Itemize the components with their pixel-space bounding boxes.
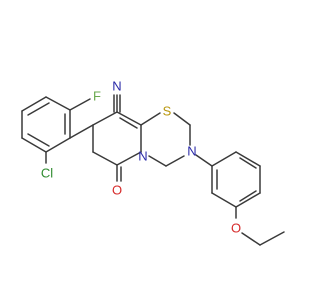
carbonyl-oxygen-label: O — [112, 183, 122, 198]
thiadiazine-ring — [140, 112, 191, 167]
bond-c-f — [69, 98, 91, 111]
nitrile-nitrogen-label: N — [112, 79, 121, 94]
ether-oxygen-label: O — [231, 221, 241, 236]
bond-n-aryl — [195, 154, 213, 167]
fluorine-label: F — [93, 89, 101, 104]
sulfur-label: S — [163, 104, 172, 119]
pyridinone-ring — [92, 111, 142, 166]
bond-aryl-c8 — [69, 124, 94, 139]
ethoxyphenyl-ring — [211, 151, 261, 208]
ring-nitrogen-label: N — [138, 149, 147, 164]
molecule-structure: F Cl N S N N O O — [21, 79, 285, 246]
nitrile-group — [113, 94, 121, 113]
chlorofluorophenyl-ring — [21, 96, 71, 153]
ethoxy-group — [235, 206, 285, 246]
carbonyl-group — [116, 164, 122, 182]
chlorine-label: Cl — [41, 166, 53, 181]
amine-nitrogen-label: N — [187, 144, 196, 159]
